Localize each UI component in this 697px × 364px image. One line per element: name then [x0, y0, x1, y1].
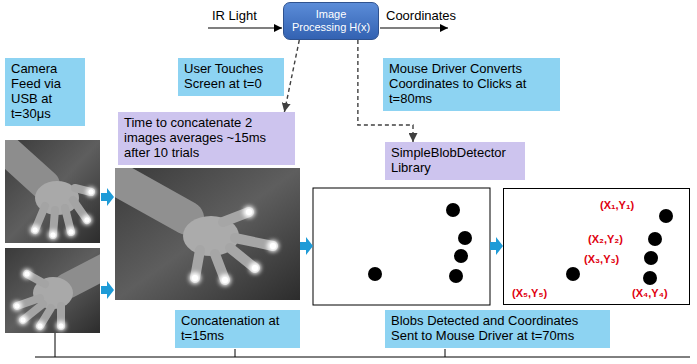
box-text: Image Processing H(x)	[287, 8, 375, 33]
concatenated-photo	[115, 168, 300, 300]
flow-arrow	[300, 237, 313, 255]
blob-panel	[446, 203, 460, 217]
coordinate-label: (X₁,Y₁)	[600, 199, 634, 212]
concatenated-photo	[246, 209, 252, 215]
note-box: Time to concatenate 2 images averages ~1…	[118, 112, 295, 165]
blob-panel	[313, 188, 490, 305]
hand-photo	[35, 321, 45, 331]
timing-callout: Camera Feed via USB at t=30μs	[5, 58, 85, 126]
hand-photo	[17, 274, 61, 326]
timeline	[235, 349, 236, 357]
hand-photo	[89, 190, 94, 195]
hand-photo	[82, 215, 92, 225]
concatenated-photo	[115, 170, 187, 218]
hand-photo	[15, 272, 64, 329]
concatenated-photo	[249, 262, 261, 274]
hand-photo	[59, 324, 64, 329]
flow-arrow	[490, 237, 503, 255]
concatenated-photo	[189, 206, 279, 286]
timeline	[35, 357, 690, 358]
input-arrow	[208, 27, 282, 28]
coordinate-panel: (X₁,Y₁) (X₂,Y₂) (X₃,Y₃) (X₅,Y₅) (X₄,Y₄)	[503, 188, 690, 305]
signal-label: Coordinates	[386, 8, 456, 23]
coordinate-label: (X₄,Y₄)	[632, 287, 668, 300]
blob-panel	[454, 249, 468, 263]
box-text: SimpleBlobDetector Library	[391, 146, 519, 176]
concatenated-photo	[270, 243, 276, 249]
hand-photo	[18, 315, 28, 325]
hand-photo	[86, 187, 96, 197]
hand-photo	[85, 218, 90, 223]
hand-photo	[5, 140, 45, 185]
concatenated-photo	[192, 275, 198, 281]
hand-photo	[67, 260, 100, 286]
blob-panel	[368, 203, 472, 283]
hand-photo	[35, 188, 91, 235]
dashed-arrow	[284, 40, 299, 112]
coordinate-label: (X₅,Y₅)	[512, 287, 547, 300]
timing-callout: User Touches Screen at t=0	[178, 58, 284, 96]
timeline	[55, 333, 56, 357]
concatenated-photo	[243, 206, 255, 218]
hand-photo	[30, 225, 40, 235]
concatenated-photo	[252, 265, 258, 271]
hand-photo	[38, 324, 43, 329]
concatenated-photo	[219, 274, 231, 286]
box-text: User Touches Screen at t=0	[184, 62, 278, 92]
hand-photo	[33, 190, 94, 238]
blob-panel	[458, 231, 472, 245]
flow-arrow	[101, 281, 114, 299]
box-text: Camera Feed via USB at t=30μs	[11, 62, 79, 122]
hand-photo	[12, 301, 22, 311]
timing-callout: Mouse Driver Converts Coordinates to Cli…	[383, 58, 560, 111]
hand-photo	[56, 321, 66, 331]
timing-callout: Concatenation at t=15ms	[175, 310, 300, 348]
hand-photo	[5, 248, 100, 333]
hand-photo	[21, 318, 26, 323]
output-arrow	[380, 27, 448, 28]
concatenated-photo	[222, 277, 228, 283]
timing-callout: Blobs Detected and Coordinates Sent to M…	[385, 310, 610, 348]
blob-dots	[648, 232, 662, 246]
blob-dots	[659, 209, 673, 223]
coordinate-label: (X₃,Y₃)	[584, 253, 619, 266]
hand-photo	[30, 187, 96, 240]
blob-dots	[644, 251, 658, 265]
box-text: Blobs Detected and Coordinates Sent to M…	[391, 314, 604, 344]
flow-arrow	[101, 188, 114, 206]
blob-panel	[368, 267, 382, 281]
signal-label: IR Light	[212, 8, 257, 23]
hand-photo	[22, 269, 32, 279]
hand-photo	[66, 227, 76, 237]
blob-panel	[449, 269, 463, 283]
blob-panel	[313, 188, 490, 305]
blob-dots	[566, 209, 673, 285]
hand-photo	[69, 230, 74, 235]
hand-photo	[33, 228, 38, 233]
hand-photo	[12, 269, 66, 331]
flow-arrow	[101, 188, 503, 299]
box-text: Time to concatenate 2 images averages ~1…	[124, 116, 289, 161]
blob-dots	[566, 267, 580, 281]
concatenated-photo	[195, 212, 273, 280]
coordinate-label: (X₂,Y₂)	[588, 233, 623, 246]
process-box: Image Processing H(x)	[283, 2, 379, 40]
box-text: Mouse Driver Converts Coordinates to Cli…	[389, 62, 554, 107]
concatenated-photo	[189, 272, 201, 284]
timeline	[445, 349, 446, 357]
concatenated-photo	[267, 240, 279, 252]
hand-photo	[51, 233, 56, 238]
blob-dots	[643, 271, 657, 285]
hand-photo	[48, 230, 58, 240]
box-text: Concatenation at t=15ms	[181, 314, 294, 344]
hand-photo	[25, 272, 30, 277]
hand-photo	[15, 304, 20, 309]
note-box: SimpleBlobDetector Library	[385, 142, 525, 180]
hand-photo	[5, 140, 100, 243]
concatenated-photo	[192, 209, 276, 283]
